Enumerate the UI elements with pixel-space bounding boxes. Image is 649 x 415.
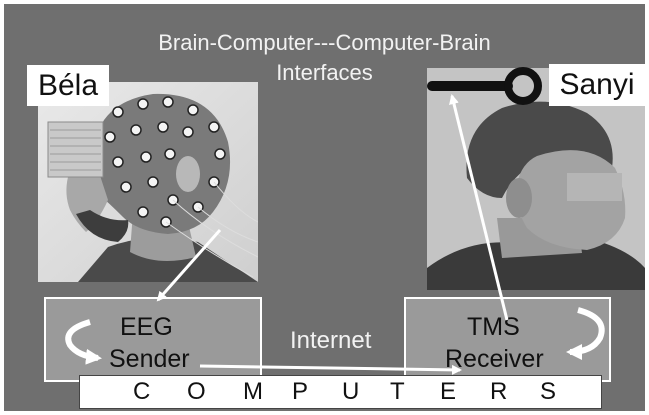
computers-letter: T <box>390 378 405 405</box>
computers-letter: E <box>440 378 457 405</box>
computers-letter: S <box>540 378 557 405</box>
computers-letter: P <box>292 378 309 405</box>
receiver-name-label: Sanyi <box>549 64 645 106</box>
sender-label: Sender <box>109 345 190 373</box>
receiver-label: Receiver <box>445 345 544 373</box>
computers-letter: R <box>490 378 508 405</box>
diagram-title-line1: Brain-Computer---Computer-Brain <box>158 30 491 55</box>
computers-bar <box>79 375 602 409</box>
computers-letter: O <box>187 378 206 405</box>
diagram-title-line2: Interfaces <box>276 60 373 85</box>
computers-letter: U <box>342 378 360 405</box>
tms-label: TMS <box>467 313 520 341</box>
internet-label: Internet <box>290 327 372 354</box>
sender-name-label: Béla <box>27 65 109 106</box>
computers-letter: M <box>243 378 263 405</box>
sender-eeg-photo <box>38 82 258 282</box>
eeg-cap-head-illustration <box>38 82 258 282</box>
computers-letter: C <box>133 378 151 405</box>
eeg-label: EEG <box>120 313 173 341</box>
